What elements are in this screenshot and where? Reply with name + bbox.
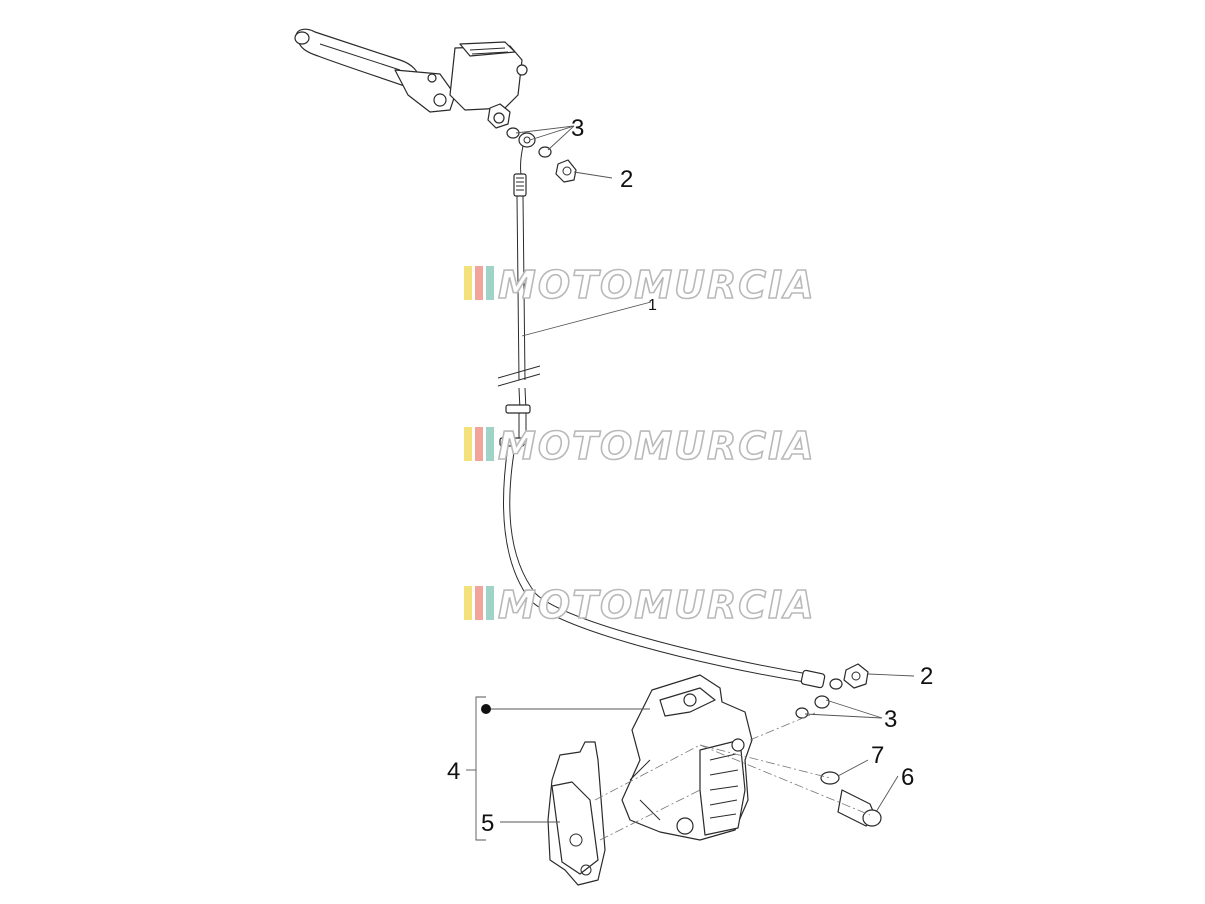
- watermark-stripe-green: [486, 266, 494, 300]
- watermark-stripe-green: [486, 586, 494, 620]
- watermark-text: MOTOMURCIA: [498, 263, 816, 307]
- callout-3-bottom: 3: [884, 706, 897, 733]
- master-cylinder-assembly: [294, 28, 577, 183]
- bullet-marker: [481, 704, 491, 714]
- watermark-1: MOTOMURCIA: [464, 262, 816, 308]
- callout-6: 6: [901, 764, 914, 791]
- watermark-text: MOTOMURCIA: [498, 424, 816, 468]
- assembly-lines: [594, 712, 871, 841]
- callout-3-top: 3: [571, 115, 584, 142]
- callout-2-bottom: 2: [920, 663, 933, 690]
- caliper-fittings: [795, 663, 882, 827]
- leader-lines: [466, 125, 915, 841]
- brake-hose: [497, 145, 826, 689]
- watermark-2: MOTOMURCIA: [464, 423, 816, 469]
- brake-pads: [547, 741, 606, 886]
- watermark-stripe-yellow: [464, 266, 472, 300]
- watermark-stripe-yellow: [464, 586, 472, 620]
- watermark-stripe-red: [475, 266, 483, 300]
- watermark-stripe-green: [486, 427, 494, 461]
- brake-caliper: [621, 674, 753, 841]
- callout-5: 5: [481, 810, 494, 837]
- watermark-stripe-red: [475, 586, 483, 620]
- watermark-stripe-yellow: [464, 427, 472, 461]
- callout-2-top: 2: [620, 166, 633, 193]
- watermark-stripe-red: [475, 427, 483, 461]
- callout-4: 4: [447, 758, 460, 785]
- watermark-text: MOTOMURCIA: [498, 583, 816, 627]
- watermark-3: MOTOMURCIA: [464, 582, 816, 628]
- callout-7: 7: [871, 742, 884, 769]
- callout-1: 1: [648, 297, 657, 314]
